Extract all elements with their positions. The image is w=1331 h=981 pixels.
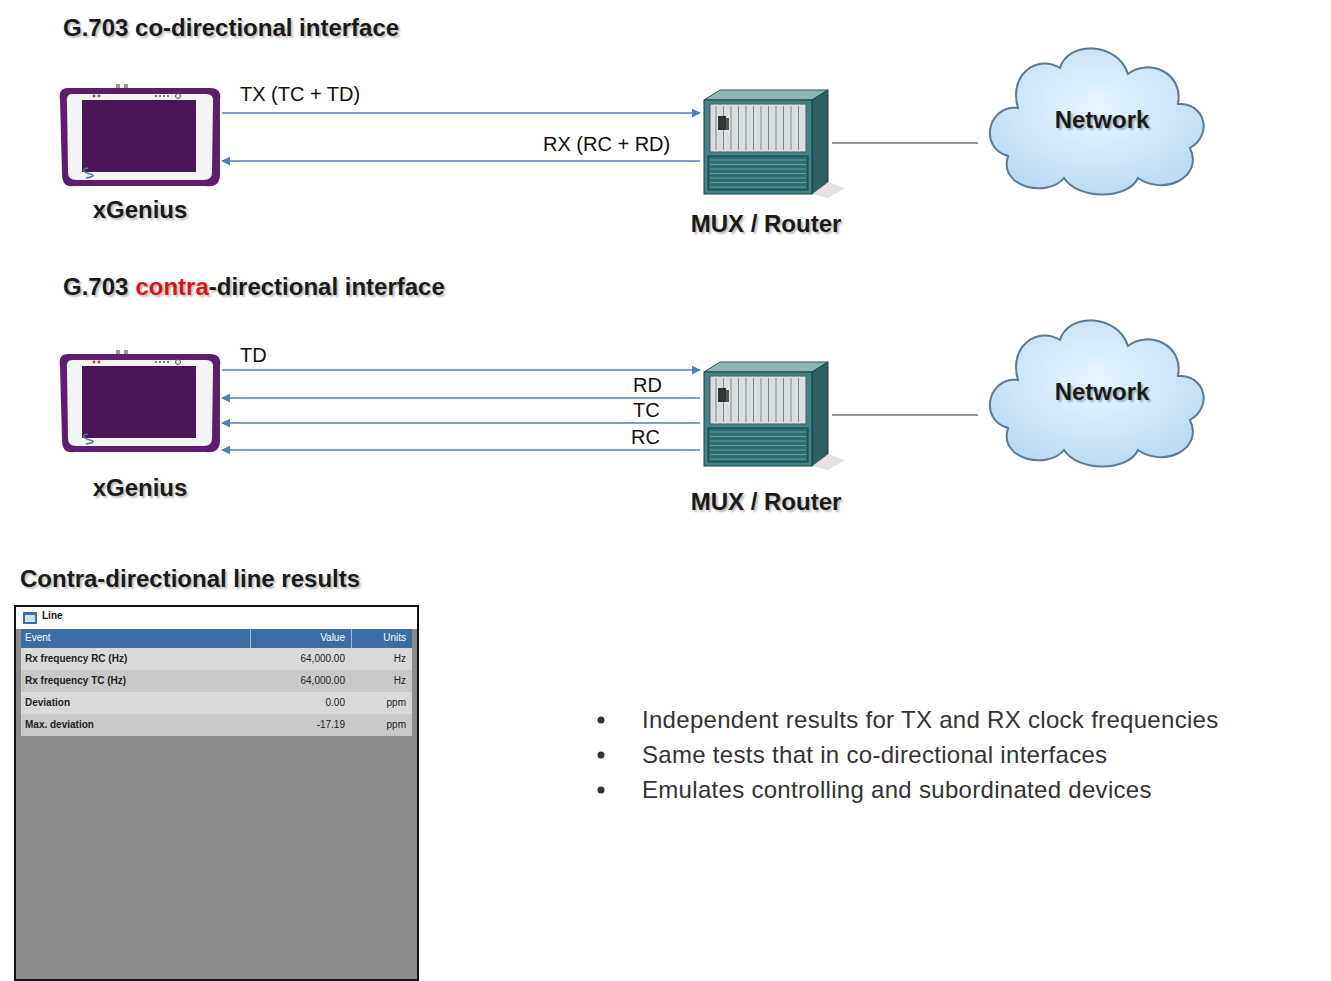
mux-router: MUX / Router (700, 88, 832, 198)
signal-line (222, 397, 700, 399)
signal-name: TD (240, 345, 267, 365)
bullet-dot (598, 787, 605, 794)
node-label: MUX / Router (691, 210, 842, 238)
bullet-text: Independent results for TX and RX clock … (642, 706, 1219, 734)
table-cell: Max. deviation (25, 714, 244, 736)
heading-part: -directional interface (209, 273, 445, 300)
node-label: MUX / Router (691, 488, 842, 516)
section-heading: G.703 contra-directional interface (63, 273, 445, 301)
table-cell: -17.19 (254, 714, 345, 736)
network-cloud: Network (978, 310, 1210, 470)
heading-part: contra (135, 273, 208, 300)
signal-line (222, 422, 700, 424)
node-label: Network (1055, 378, 1150, 406)
signal-name: RX (RC + RD) (543, 134, 670, 154)
signal-line (222, 112, 700, 114)
section-heading: G.703 co-directional interface (63, 14, 399, 42)
column-divider (351, 629, 352, 648)
table-row: Rx frequency RC (Hz) 64,000.00 Hz (21, 648, 412, 670)
results-panel: LineEvent Value Units Rx frequency RC (Hz) 6… (14, 605, 419, 981)
table-cell: 64,000.00 (254, 648, 345, 670)
tester-device: xGenius (58, 350, 222, 456)
panel-title: Line (42, 605, 63, 627)
node-label: xGenius (93, 196, 188, 224)
node-label: xGenius (93, 474, 188, 502)
signal-name: TX (TC + TD) (240, 84, 360, 104)
signal-line (222, 160, 700, 162)
table-header: Event Value Units (21, 629, 412, 648)
table-cell: Hz (355, 648, 406, 670)
table-cell: Rx frequency TC (Hz) (25, 670, 244, 692)
node-label: Network (1055, 106, 1150, 134)
link-line (832, 415, 978, 416)
tester-illustration (58, 350, 222, 456)
table-cell: ppm (355, 714, 406, 736)
panel-icon (23, 612, 37, 624)
table-cell: Rx frequency RC (Hz) (25, 648, 244, 670)
signal-line (222, 369, 700, 371)
column-header: Value (254, 627, 345, 649)
signal-name: RC (631, 427, 660, 447)
panel-titlebar: Line (16, 607, 417, 629)
table-cell: 64,000.00 (254, 670, 345, 692)
column-header: Event (25, 627, 244, 649)
table-row: Deviation 0.00 ppm (21, 692, 412, 714)
network-cloud: Network (978, 38, 1210, 198)
signal-name: RD (633, 375, 662, 395)
section-heading: Contra-directional line results (20, 565, 360, 593)
link-line (832, 143, 978, 144)
mux-illustration (700, 360, 832, 470)
signal-name: TC (633, 400, 660, 420)
bullet-dot (598, 752, 605, 759)
table-row: Max. deviation -17.19 ppm (21, 714, 412, 736)
signal-line (222, 449, 700, 451)
table-row: Rx frequency TC (Hz) 64,000.00 Hz (21, 670, 412, 692)
table-cell: Deviation (25, 692, 244, 714)
tester-device: xGenius (58, 84, 222, 190)
column-divider (250, 629, 251, 648)
column-header: Units (355, 627, 406, 649)
bullet-text: Emulates controlling and subordinated de… (642, 776, 1152, 804)
heading-part: G.703 (63, 273, 128, 300)
table-cell: ppm (355, 692, 406, 714)
mux-illustration (700, 88, 832, 198)
mux-router: MUX / Router (700, 360, 832, 470)
bullet-text: Same tests that in co-directional interf… (642, 741, 1107, 769)
tester-illustration (58, 84, 222, 190)
table-cell: 0.00 (254, 692, 345, 714)
bullet-dot (598, 717, 605, 724)
table-cell: Hz (355, 670, 406, 692)
